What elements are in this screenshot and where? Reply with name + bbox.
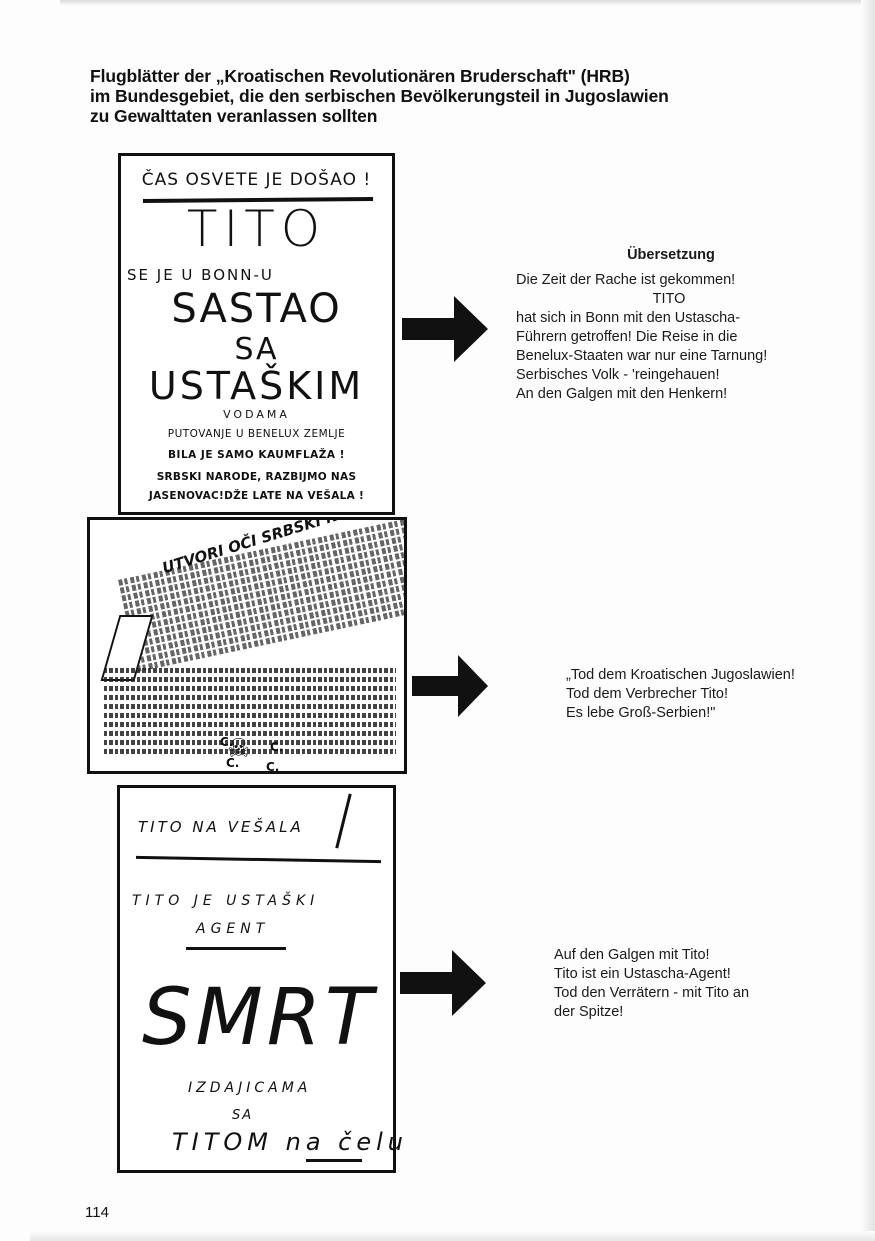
flyer-1-image: ČAS OSVETE JE DOŠAO ! TITO SE JE U BONN-… (118, 153, 395, 515)
flyer-1-line-2: TITO (186, 200, 327, 258)
page-edge-top (60, 0, 875, 6)
translation-1-line-7: An den Galgen mit den Henkern! (516, 386, 728, 402)
heading-line-1: Flugblätter der „Kroatischen Revolutionä… (90, 66, 630, 86)
flyer-2-mark-1: C. (220, 735, 234, 749)
heading-line-2: im Bundesgebiet, die den serbischen Bevö… (90, 86, 669, 106)
page-number: 114 (85, 1204, 109, 1221)
translation-1-line-5: Benelux-Staaten war nur eine Tarnung! (516, 348, 768, 364)
flyer-3-underline-2 (186, 947, 286, 950)
translation-3-line-3: Tod den Verrätern - mit Tito an (554, 985, 750, 1001)
flyer-1-line-3: SE JE U BONN-U (127, 266, 274, 284)
flyer-2-mark-2: C. (270, 740, 284, 754)
translation-1-line-1: Die Zeit der Rache ist gekommen! (516, 272, 736, 288)
flyer-2-mark-3: C. (226, 756, 240, 770)
flyer-3-line-4: SMRT (142, 973, 377, 1063)
translation-1-line-6: Serbisches Volk - 'reingehauen! (516, 367, 720, 383)
skull-icon: ☠ (227, 734, 251, 764)
page-edge-right (861, 0, 875, 1241)
flyer-1-line-11: JASENOVAC!DŽE LATE NA VEŠALA ! (148, 490, 365, 502)
arrow-right-icon (402, 296, 488, 362)
translation-3-line-1: Auf den Galgen mit Tito! (554, 947, 710, 963)
translation-2-line-3: Es lebe Groß-Serbien!" (566, 705, 716, 721)
flyer-1-line-1: ČAS OSVETE JE DOŠAO ! (141, 170, 372, 190)
heading-line-3: zu Gewalttaten veranlassen sollten (90, 106, 378, 126)
flyer-3-line-3: AGENT (196, 921, 270, 937)
flyer-2-image: UTVORI OČI SRBSKI NARODE! C. C. C. C. ☠ (87, 517, 407, 774)
page-heading: Flugblätter der „Kroatischen Revolutionä… (90, 66, 790, 126)
translation-2-line-2: Tod dem Verbrecher Tito! (566, 686, 728, 702)
translation-3-line-4: der Spitze! (554, 1004, 624, 1020)
arrow-right-icon (412, 655, 488, 717)
flyer-1-line-5: SA (234, 332, 279, 367)
flyer-3-underline-1 (135, 855, 382, 864)
translation-1-line-4: Führern getroffen! Die Reise in die (516, 329, 738, 345)
translation-1: Übersetzung Die Zeit der Rache ist gekom… (516, 246, 846, 404)
page-edge-bottom (30, 1231, 875, 1241)
flyer-1-line-9: BILA JE SAMO KAUMFLAŽA ! (168, 449, 345, 461)
flyer-1-line-6: USTAŠKIM (148, 364, 365, 408)
flyer-3-line-6: SA (232, 1108, 254, 1123)
translation-3: Auf den Galgen mit Tito! Tito ist ein Us… (554, 946, 834, 1022)
translation-1-line-3: hat sich in Bonn mit den Ustascha- (516, 310, 741, 326)
flyer-3-line-7: TITOM na čelu (172, 1128, 409, 1156)
flyer-3-line-5: IZDAJICAMA (188, 1080, 312, 1096)
flyer-3-line-2: TITO JE USTAŠKI (132, 893, 320, 909)
flyer-1-line-10: SRBSKI NARODE, RAZBIJMO NAS (156, 471, 357, 483)
flyer-1-line-8: PUTOVANJE U BENELUX ZEMLJE (167, 428, 346, 440)
flyer-3-line-1: TITO NA VEŠALA (138, 818, 304, 836)
flyer-3-underline-3 (306, 1159, 362, 1162)
flyer-2-mark-4: C. (266, 760, 280, 774)
flyer-2-typed-lines (104, 668, 396, 758)
arrow-right-icon (400, 950, 486, 1016)
flyer-1-line-7: VODAMA (223, 408, 290, 421)
translation-2: „Tod dem Kroatischen Jugoslawien! Tod de… (566, 666, 866, 723)
translation-2-line-1: „Tod dem Kroatischen Jugoslawien! (566, 667, 795, 683)
flyer-1-line-4: SASTAO (171, 286, 342, 332)
flyer-3-image: TITO NA VEŠALA TITO JE USTAŠKI AGENT SMR… (117, 785, 403, 1173)
translation-3-line-2: Tito ist ein Ustascha-Agent! (554, 966, 731, 982)
translation-1-line-2: TITO (652, 291, 686, 307)
translation-title: Übersetzung (627, 247, 715, 263)
flyer-3-exclamation-stroke (335, 793, 352, 849)
